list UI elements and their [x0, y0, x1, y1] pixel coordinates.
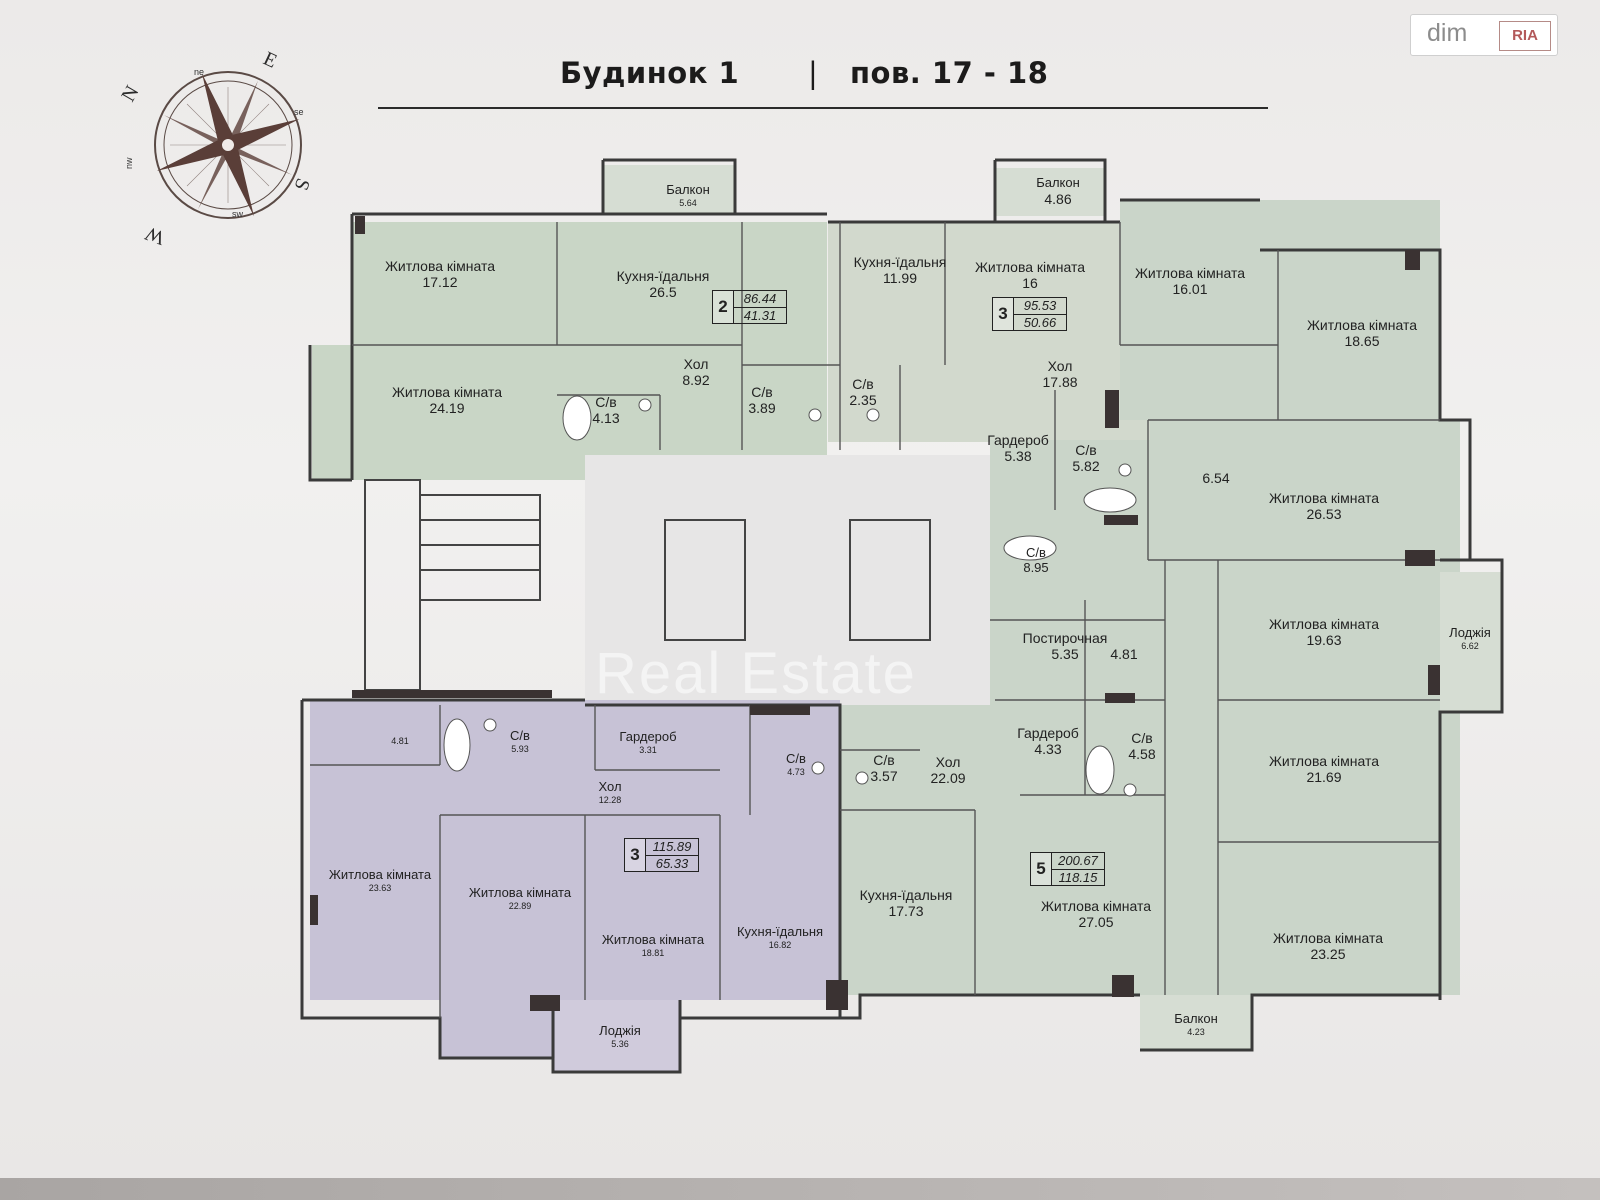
- unit-3a-balcony: [995, 168, 1105, 216]
- compass-sw: sw: [232, 209, 244, 219]
- unit-rooms: 2: [712, 290, 734, 324]
- compass-se: se: [294, 107, 304, 117]
- unit-living-area: 118.15: [1058, 870, 1098, 885]
- unit-living-area: 41.31: [743, 308, 777, 323]
- unit-total-area: 200.67: [1052, 853, 1104, 870]
- unit-total-area: 86.44: [734, 291, 786, 308]
- unit-5-loggia: [1440, 572, 1502, 712]
- compass-rose-icon: N E S W ne se sw nw: [117, 48, 314, 249]
- room-label: 4.81: [1110, 646, 1138, 662]
- floors-label: пов. 17 - 18: [850, 56, 1049, 90]
- unit-5-balcony: [1140, 995, 1252, 1050]
- room-label: 4.81: [391, 736, 409, 746]
- table-surface: [0, 1178, 1600, 1200]
- watermark-overlay: Real Estate: [595, 641, 917, 706]
- room-label: 6.54: [1202, 470, 1230, 486]
- unit-2-balcony: [603, 165, 735, 215]
- unit-total-area: 115.89: [646, 839, 698, 856]
- core-zone: [585, 455, 990, 705]
- unit-living-area: 50.66: [1023, 315, 1057, 330]
- title-separator: |: [808, 56, 819, 90]
- unit-rooms: 5: [1030, 852, 1052, 886]
- dimria-logo[interactable]: dim RIA: [1410, 14, 1558, 56]
- unit-total-area: 95.53: [1014, 298, 1066, 315]
- logo-dim-text: dim: [1427, 19, 1468, 47]
- page-title: Будинок 1 | пов. 17 - 18: [540, 52, 1100, 102]
- unit-5-zone-top: [1120, 200, 1440, 420]
- unit-living-area: 65.33: [655, 856, 689, 871]
- logo-ria-text: RIA: [1499, 21, 1551, 51]
- unit-5-zone-mid: [990, 440, 1152, 995]
- unit-rooms: 3: [624, 838, 646, 872]
- building-label: Будинок 1: [560, 56, 740, 90]
- unit-2-left-room: [312, 345, 580, 480]
- unit-5-zone-right: [1150, 420, 1460, 995]
- compass-nw: nw: [124, 157, 134, 169]
- unit-3b-loggia: [553, 1000, 680, 1072]
- compass-ne: ne: [194, 67, 204, 77]
- unit-5-zone-low: [840, 700, 995, 995]
- unit-3b-zone: [310, 700, 840, 1000]
- title-underline: [378, 107, 1268, 109]
- unit-rooms: 3: [992, 297, 1014, 331]
